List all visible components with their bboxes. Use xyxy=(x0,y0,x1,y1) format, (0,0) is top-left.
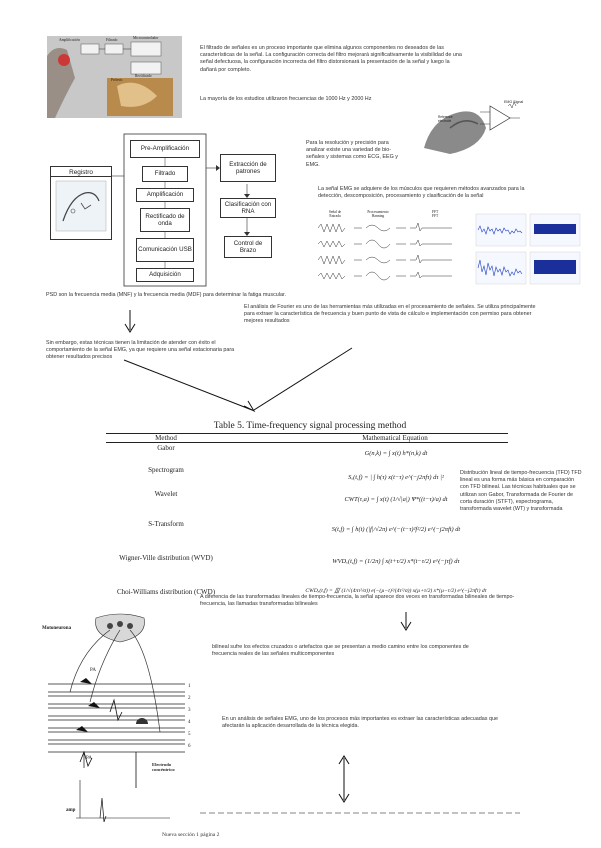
method-equation: WVDₓ(t,f) = (1/2π) ∫ x(t+τ/2) x*(t−τ/2) … xyxy=(332,558,460,565)
stage-amplificacion: Amplificación xyxy=(136,188,194,202)
header-hanning: Procesamiento Hanning xyxy=(367,210,389,218)
fig-label-microcontrolador: Microcontrolador xyxy=(133,36,159,40)
fiber-number-4: 4 xyxy=(188,720,191,725)
neuron-figure: Motoneurona PA PA Electrodo concéntrico … xyxy=(40,612,200,823)
method-equation: CWDₓ(t,f) = ∭ (1/√(4πτ²/σ)) e(−(µ−t)²/(4… xyxy=(305,588,487,594)
table-row: Wavelet CWT(τ,a) = ∫ x(t) (1/√|a|) Ψ*((t… xyxy=(106,490,508,510)
table-row: S-Transform S(t,f) = ∫ h(t) (|f|/√2π) e^… xyxy=(106,520,508,540)
bilinear-paragraph: A diferencia de las transformadas lineal… xyxy=(200,594,515,608)
down-arrow-icon xyxy=(400,612,412,631)
features-paragraph: En un análisis de señales EMG, uno de lo… xyxy=(222,716,498,730)
reference-electrode-label: Reference electrode xyxy=(438,115,453,123)
fig-label-rectificado: Rectificado xyxy=(135,74,152,78)
emg-plots xyxy=(474,210,584,286)
col-equation-header: Mathematical Equation xyxy=(362,434,428,442)
arm-sketch-icon xyxy=(55,180,107,232)
stage-comunicacion-usb: Comunicación USB xyxy=(136,238,194,262)
pa-top-label: PA xyxy=(90,668,96,673)
extraccion-patrones-box: Extracción de patrones xyxy=(220,154,276,182)
signal-traces xyxy=(317,222,452,281)
prosthesis-illustration xyxy=(47,36,182,118)
stage-preamplificacion: Pre-Amplificación xyxy=(130,140,200,158)
registro-title: Registro xyxy=(51,167,111,177)
resolution-paragraph: Para la resolución y precisión para anal… xyxy=(306,140,398,168)
filter-paragraph: El filtrado de señales es un proceso imp… xyxy=(200,45,462,73)
cut-off-text-line xyxy=(200,812,520,814)
stage-filtrado: Filtrado xyxy=(142,166,188,182)
prosthesis-figure: Amplificación Filtrado Microcontrolador … xyxy=(47,36,182,118)
table-top-rule xyxy=(106,433,508,434)
psd-paragraph: PSD son la frecuencia media (MNF) y la f… xyxy=(46,292,286,298)
middle-arrows xyxy=(123,310,353,413)
double-arrow-icon xyxy=(338,755,350,803)
table-header-rule xyxy=(106,442,508,443)
table-row: Wigner-Ville distribution (WVD) WVDₓ(t,f… xyxy=(106,554,508,574)
fiber-number-3: 3 xyxy=(188,708,191,713)
fig-label-protesis: Prótesis xyxy=(111,78,123,82)
fiber-number-1: 1 xyxy=(188,684,191,689)
fig-label-amplificacion: Amplificación xyxy=(59,38,80,42)
flowchart: Registro Pre-Amplificación Filtrado Ampl… xyxy=(42,128,294,288)
table-row: Spectrogram Sₓ(t,f) = | ∫ h(τ) x(t−τ) e^… xyxy=(106,466,508,486)
fourier-paragraph: El análisis de Fourier es uno de las her… xyxy=(244,304,536,325)
pa-bottom-label: PA xyxy=(86,756,92,761)
col-method-header: Method xyxy=(155,434,177,442)
clasificacion-rna-box: Clasificación con RNA xyxy=(220,198,276,218)
table-title: Table 5. Time-frequency signal processin… xyxy=(213,421,407,431)
emg-arm-illustration xyxy=(424,101,520,154)
method-name: Wavelet xyxy=(154,490,178,498)
electrodo-label: Electrodo concéntrico xyxy=(152,762,175,772)
amp-label: amp xyxy=(66,808,76,813)
method-equation: S(t,f) = ∫ h(t) (|f|/√2π) e^(−(t−τ)²f²/2… xyxy=(331,526,461,533)
fiber-number-2: 2 xyxy=(188,696,191,701)
header-fft-2: FFT xyxy=(432,214,439,218)
fiber-number-5: 5 xyxy=(188,732,191,737)
motor-unit-diagram xyxy=(48,613,185,823)
method-name: Choi-Williams distribution (CWD) xyxy=(116,588,216,596)
method-equation: CWT(τ,a) = ∫ x(t) (1/√|a|) Ψ*((t−τ)/a) d… xyxy=(344,496,448,503)
flowchart-connectors xyxy=(112,133,250,287)
motoneurona-label: Motoneurona xyxy=(42,626,72,631)
method-name: S-Transform xyxy=(148,520,184,528)
crossterm-paragraph: bilineal sufre los efectos cruzados o ar… xyxy=(212,644,469,658)
frequency-paragraph: La mayoría de los estudios utilizaron fr… xyxy=(200,96,372,102)
signal-processing-figure: Señal de Entrada Procesamiento Hanning F… xyxy=(314,210,474,290)
method-name: Wigner-Ville distribution (WVD) xyxy=(119,554,213,562)
emg-acquisition-paragraph: La señal EMG se adquiere de los músculos… xyxy=(318,186,525,200)
emg-signal-label: EMG Signal xyxy=(504,100,524,104)
table-row: Gabor G(n,k) = ∫ x(t) h*(n,k) dt xyxy=(106,444,508,464)
header-fft-1: FFT xyxy=(432,210,439,214)
emg-plot-grid xyxy=(474,210,584,286)
stage-adquisicion: Adquisición xyxy=(136,268,194,282)
control-brazo-box: Control de Brazo xyxy=(224,236,272,258)
tfd-paragraph: Distribución lineal de tiempo-frecuencia… xyxy=(460,470,582,513)
method-name: Gabor xyxy=(157,444,175,452)
method-equation: G(n,k) = ∫ x(t) h*(n,k) dt xyxy=(364,450,428,457)
fig-label-filtrado: Filtrado xyxy=(106,38,118,42)
method-name: Spectrogram xyxy=(148,466,184,474)
stage-rectificado: Rectificado de onda xyxy=(140,208,190,232)
emg-arm-figure: EMG Signal Reference electrode xyxy=(420,88,530,158)
method-equation: Sₓ(t,f) = | ∫ h(τ) x(t−τ) e^(−j2πfτ) dτ … xyxy=(348,474,444,481)
header-senal-entrada: Señal de Entrada xyxy=(328,210,342,218)
limitation-paragraph: Sin embargo, estas técnicas tienen la li… xyxy=(46,340,235,361)
table-row: Choi-Williams distribution (CWD) CWDₓ(t,… xyxy=(106,588,508,608)
fiber-number-6: 6 xyxy=(188,744,191,749)
page-footer: Nueva sección 1 página 2 xyxy=(162,832,220,838)
registro-box: Registro xyxy=(50,166,112,240)
